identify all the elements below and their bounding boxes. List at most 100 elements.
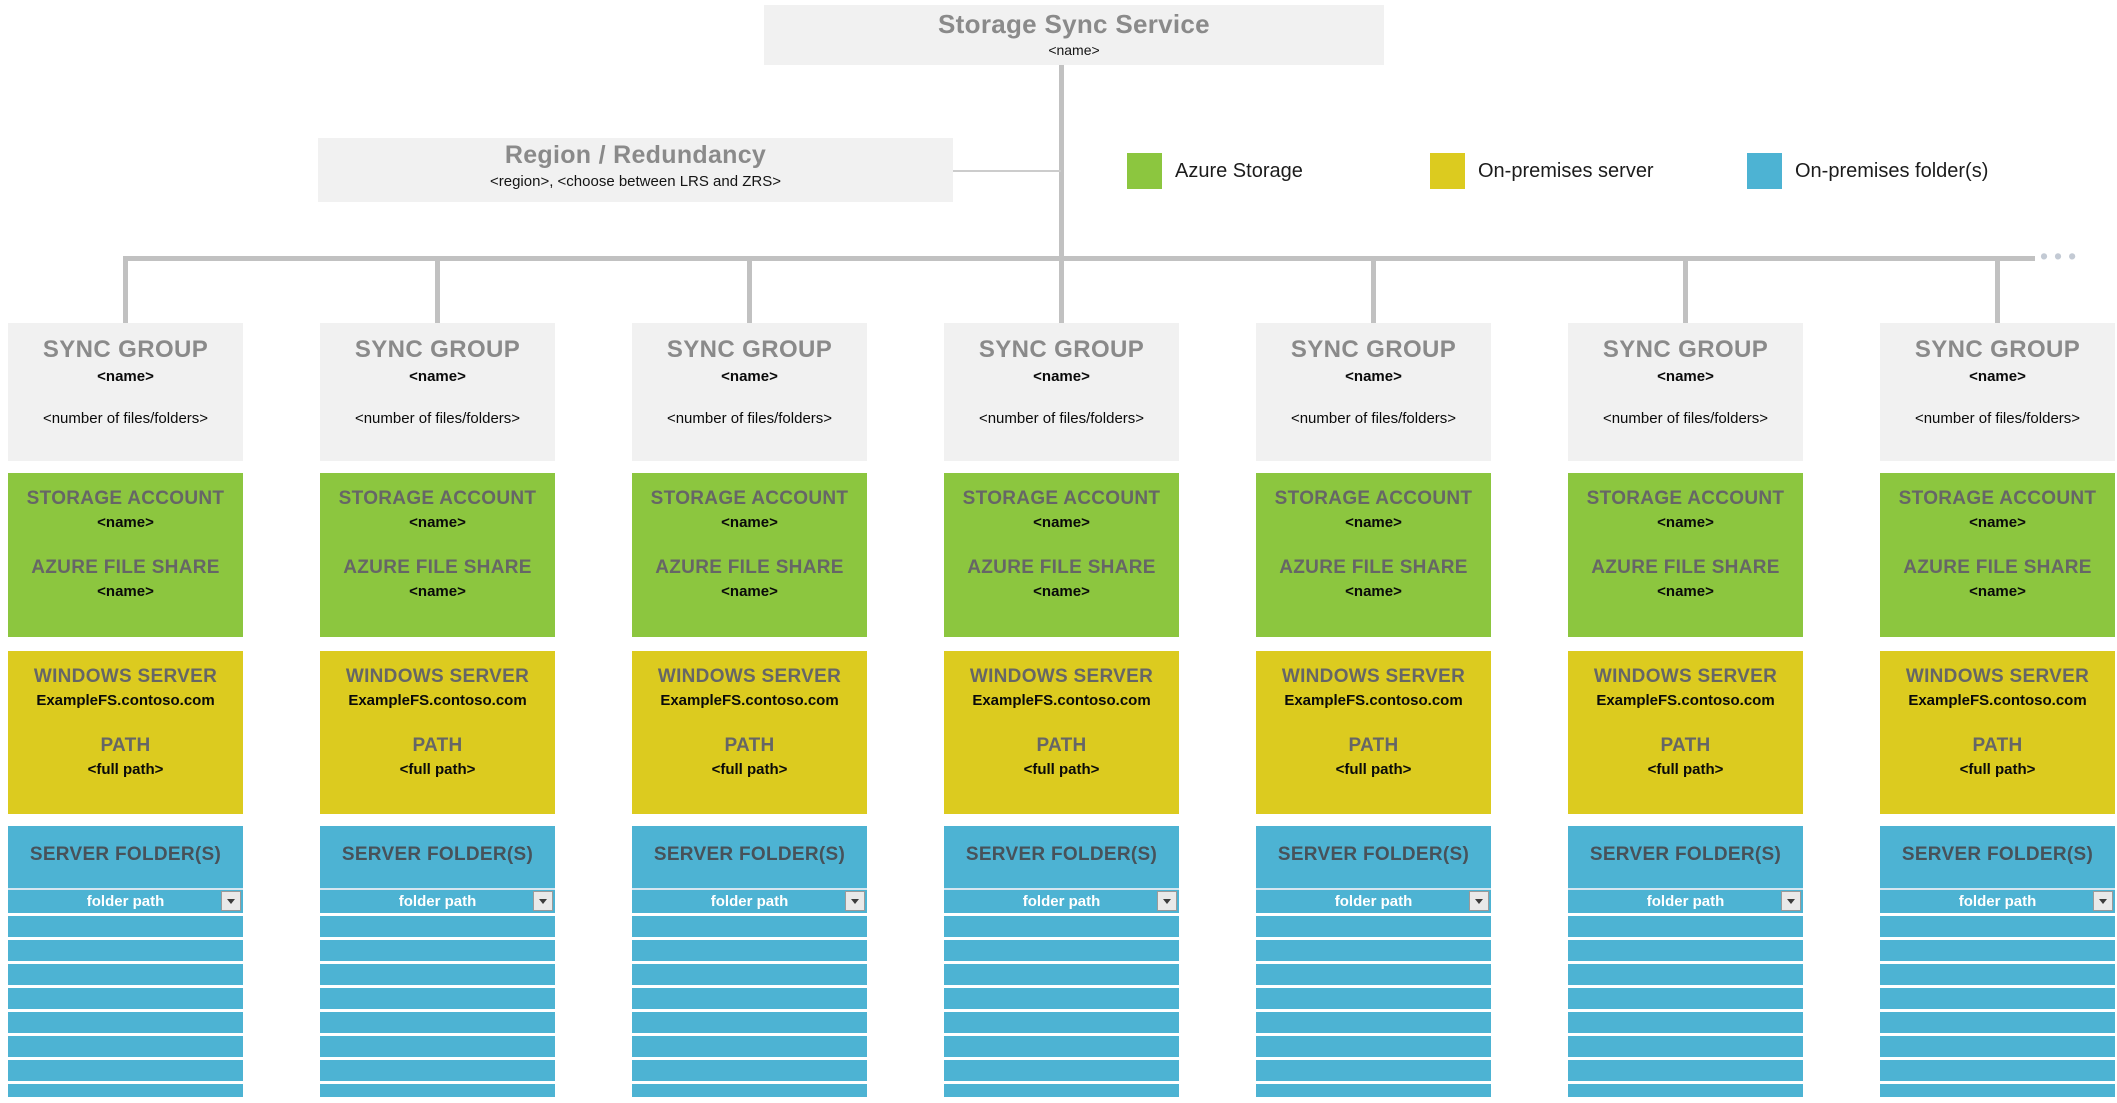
folder-row-empty[interactable] [1880, 916, 2115, 937]
folder-path-filter-button[interactable] [1781, 891, 1801, 911]
folder-row-empty[interactable] [1568, 988, 1803, 1009]
folder-row-empty[interactable] [8, 1060, 243, 1081]
folder-row-empty[interactable] [632, 1060, 867, 1081]
folder-row-empty[interactable] [1256, 988, 1491, 1009]
folder-row-empty[interactable] [632, 1084, 867, 1097]
folder-row-empty[interactable] [320, 1036, 555, 1057]
folder-path-cell[interactable]: folder path [1568, 890, 1803, 913]
folder-row-empty[interactable] [944, 1084, 1179, 1097]
folder-row-empty[interactable] [632, 964, 867, 985]
sync-group-heading: SYNC GROUP [42, 336, 209, 363]
folder-path-filter-button[interactable] [1469, 891, 1489, 911]
folder-rows [320, 916, 555, 1097]
folder-row-empty[interactable] [8, 1084, 243, 1097]
path-value: <full path> [87, 761, 164, 778]
sync-group-name: <name> [97, 368, 154, 385]
folder-row-empty[interactable] [632, 988, 867, 1009]
folder-row-empty[interactable] [1568, 964, 1803, 985]
folder-path-filter-button[interactable] [845, 891, 865, 911]
windows-server-heading: WINDOWS SERVER [1593, 666, 1778, 687]
dropdown-arrow-icon [2099, 898, 2107, 904]
connector-drop-6 [1683, 256, 1688, 323]
folder-row-empty[interactable] [320, 940, 555, 961]
folder-path-cell[interactable]: folder path [632, 890, 867, 913]
storage-account-box: STORAGE ACCOUNT <name> AZURE FILE SHARE … [320, 473, 555, 637]
azure-file-share-name: <name> [409, 583, 466, 600]
folder-path-label: folder path [1022, 893, 1101, 910]
folder-row-empty[interactable] [320, 1060, 555, 1081]
folder-row-empty[interactable] [944, 988, 1179, 1009]
folder-row-empty[interactable] [632, 916, 867, 937]
folder-row-empty[interactable] [8, 916, 243, 937]
windows-server-name: ExampleFS.contoso.com [36, 692, 215, 709]
folder-path-label: folder path [1646, 893, 1725, 910]
legend-item-on-premises-server: On-premises server [1430, 153, 1654, 189]
folder-row-empty[interactable] [1880, 940, 2115, 961]
folder-row-empty[interactable] [8, 1012, 243, 1033]
folder-row-empty[interactable] [320, 1012, 555, 1033]
server-folders-heading: SERVER FOLDER(S) [8, 826, 243, 888]
folder-row-empty[interactable] [1880, 988, 2115, 1009]
folder-path-cell[interactable]: folder path [8, 890, 243, 913]
folder-row-empty[interactable] [1256, 1036, 1491, 1057]
folder-path-cell[interactable]: folder path [1256, 890, 1491, 913]
windows-server-box: WINDOWS SERVER ExampleFS.contoso.com PAT… [944, 651, 1179, 814]
folder-row-empty[interactable] [1880, 1036, 2115, 1057]
azure-file-share-name: <name> [1969, 583, 2026, 600]
folder-row-empty[interactable] [944, 916, 1179, 937]
folder-path-cell[interactable]: folder path [320, 890, 555, 913]
folder-path-filter-button[interactable] [2093, 891, 2113, 911]
folder-row-empty[interactable] [1880, 1060, 2115, 1081]
windows-server-name: ExampleFS.contoso.com [1908, 692, 2087, 709]
windows-server-heading: WINDOWS SERVER [1281, 666, 1466, 687]
folder-path-cell[interactable]: folder path [944, 890, 1179, 913]
folder-row-empty[interactable] [632, 1012, 867, 1033]
on-premises-server-swatch-icon [1430, 153, 1465, 189]
windows-server-heading: WINDOWS SERVER [657, 666, 842, 687]
azure-file-share-name: <name> [721, 583, 778, 600]
folder-row-empty[interactable] [320, 916, 555, 937]
folder-row-empty[interactable] [1568, 1036, 1803, 1057]
folder-row-empty[interactable] [8, 940, 243, 961]
folder-row-empty[interactable] [320, 1084, 555, 1097]
sync-group-count: <number of files/folders> [354, 410, 521, 427]
folder-path-filter-button[interactable] [533, 891, 553, 911]
folder-row-empty[interactable] [1880, 1012, 2115, 1033]
sync-group-column: SYNC GROUP <name> <number of files/folde… [1256, 323, 1491, 1097]
folder-row-empty[interactable] [1256, 1084, 1491, 1097]
folder-row-empty[interactable] [1568, 1060, 1803, 1081]
folder-row-empty[interactable] [1256, 964, 1491, 985]
folder-row-empty[interactable] [320, 964, 555, 985]
folder-row-empty[interactable] [8, 964, 243, 985]
folder-row-empty[interactable] [1880, 1084, 2115, 1097]
windows-server-box: WINDOWS SERVER ExampleFS.contoso.com PAT… [1880, 651, 2115, 814]
folder-row-empty[interactable] [944, 1060, 1179, 1081]
folder-path-filter-button[interactable] [1157, 891, 1177, 911]
folder-row-empty[interactable] [8, 1036, 243, 1057]
folder-row-empty[interactable] [944, 1012, 1179, 1033]
folder-row-empty[interactable] [1568, 940, 1803, 961]
folder-row-empty[interactable] [1256, 916, 1491, 937]
folder-row-empty[interactable] [320, 988, 555, 1009]
windows-server-name: ExampleFS.contoso.com [1284, 692, 1463, 709]
sync-group-name: <name> [409, 368, 466, 385]
folder-row-empty[interactable] [1568, 1012, 1803, 1033]
sync-group-box: SYNC GROUP <name> <number of files/folde… [8, 323, 243, 461]
folder-row-empty[interactable] [1256, 1012, 1491, 1033]
folder-row-empty[interactable] [1568, 916, 1803, 937]
dropdown-arrow-icon [227, 898, 235, 904]
folder-row-empty[interactable] [1568, 1084, 1803, 1097]
folder-row-empty[interactable] [1880, 964, 2115, 985]
folder-row-empty[interactable] [632, 940, 867, 961]
folder-path-filter-button[interactable] [221, 891, 241, 911]
folder-row-empty[interactable] [8, 988, 243, 1009]
folder-row-empty[interactable] [944, 964, 1179, 985]
folder-row-empty[interactable] [944, 940, 1179, 961]
sync-group-count: <number of files/folders> [978, 410, 1145, 427]
folder-row-empty[interactable] [1256, 940, 1491, 961]
folder-path-cell[interactable]: folder path [1880, 890, 2115, 913]
folder-row-empty[interactable] [944, 1036, 1179, 1057]
region-redundancy-subtitle: <region>, <choose between LRS and ZRS> [489, 173, 782, 190]
folder-row-empty[interactable] [1256, 1060, 1491, 1081]
folder-row-empty[interactable] [632, 1036, 867, 1057]
